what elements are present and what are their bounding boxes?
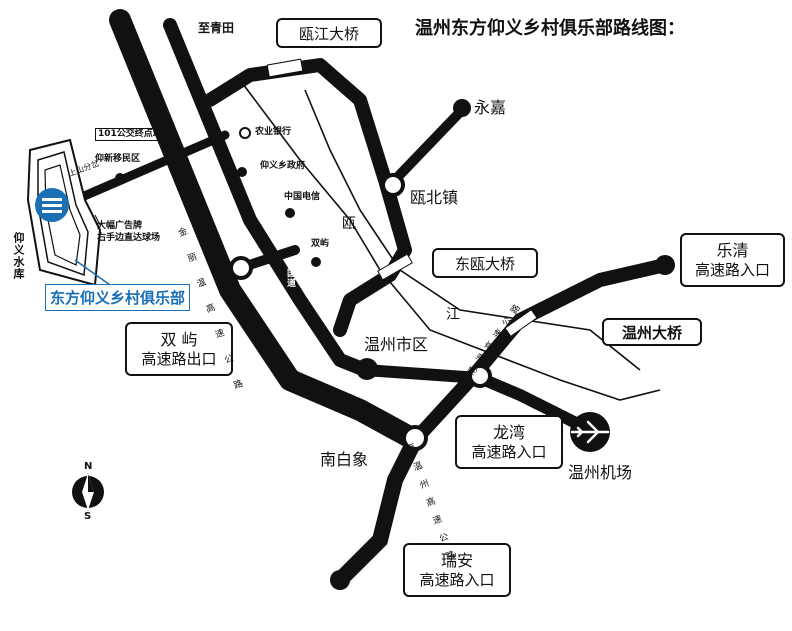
road-city-longwan — [359, 364, 586, 431]
label-longwan-name: 龙湾 — [492, 422, 525, 442]
airport-icon — [570, 412, 610, 452]
label-nanbaixiang: 南白象 — [320, 450, 369, 469]
node-resettle — [115, 173, 125, 183]
label-bank: 农业银行 — [255, 127, 292, 137]
label-longwan: 龙湾 高速路入口 — [455, 415, 563, 469]
node-busstop — [211, 129, 221, 139]
label-guodao: 国道 — [285, 268, 295, 288]
node-nanbaixiang — [402, 425, 428, 451]
label-qingtian: 至青田 — [198, 21, 235, 35]
node-city — [356, 358, 378, 380]
road-yongjia — [385, 105, 467, 190]
label-ruian-name: 瑞安 — [440, 550, 473, 570]
route-104 — [163, 18, 372, 377]
label-billboard-2: 右手边直达球场 — [97, 233, 161, 243]
river-line-north — [239, 79, 661, 401]
label-club: 东方仰义乡村俱乐部 — [45, 284, 191, 311]
label-wenzhou-bridge: 温州大桥 — [602, 318, 702, 346]
compass-north-label: N — [84, 461, 93, 472]
label-shuangyu-sub: 高速路出口 — [141, 349, 217, 368]
label-yueqing-sub: 高速路入口 — [694, 260, 770, 279]
road-club — [70, 130, 230, 205]
label-gov: 仰义乡政府 — [260, 161, 306, 171]
node-shuangyu — [229, 256, 253, 280]
label-reservoir: 仰义水库 — [12, 232, 25, 280]
label-city: 温州市区 — [364, 335, 429, 354]
label-river-ou: 瓯 — [342, 216, 356, 232]
compass-south-label: S — [84, 511, 92, 522]
map-title: 温州东方仰义乡村俱乐部路线图： — [415, 18, 685, 39]
label-billboard-1: 大幅广告牌 — [97, 221, 143, 231]
node-shuangyu-small — [311, 257, 321, 267]
label-yueqing: 乐清 高速路入口 — [680, 233, 785, 287]
wenzhou-bridge-mark — [504, 309, 538, 337]
node-yongjia — [453, 99, 471, 117]
node-bank — [239, 127, 251, 139]
label-ruian: 瑞安 高速路入口 — [403, 543, 511, 597]
compass-icon — [72, 474, 104, 510]
node-oubei — [381, 173, 405, 197]
label-yongjia: 永嘉 — [474, 98, 507, 117]
label-shuangyu-small: 双屿 — [311, 239, 330, 249]
node-ruian — [330, 570, 350, 590]
label-dongou-bridge: 东瓯大桥 — [432, 248, 538, 278]
node-yueqing — [655, 255, 675, 275]
highway-south — [332, 432, 423, 588]
label-shuangyu-name: 双 屿 — [160, 329, 198, 349]
label-longwan-sub: 高速路入口 — [471, 442, 547, 461]
oujiang-bridge-mark — [266, 58, 304, 78]
node-longwan — [468, 364, 492, 388]
node-gov — [237, 167, 247, 177]
node-telecom — [285, 208, 295, 218]
label-river-jiang: 江 — [446, 307, 460, 323]
label-resettle: 仰新移民区 — [95, 154, 141, 164]
highway-east — [408, 258, 672, 447]
label-oujiang-bridge: 瓯江大桥 — [276, 18, 382, 48]
label-telecom: 中国电信 — [284, 192, 321, 202]
highway-west — [109, 9, 426, 451]
label-airport: 温州机场 — [568, 463, 633, 482]
label-bus-stop: 101公交终点站 — [95, 128, 165, 141]
club-area — [26, 138, 111, 287]
label-ruian-sub: 高速路入口 — [419, 570, 495, 589]
dongou-bridge-mark — [377, 253, 413, 281]
label-oubei: 瓯北镇 — [410, 188, 459, 207]
label-yueqing-name: 乐清 — [716, 240, 749, 260]
label-shuangyu: 双 屿 高速路出口 — [125, 322, 233, 376]
